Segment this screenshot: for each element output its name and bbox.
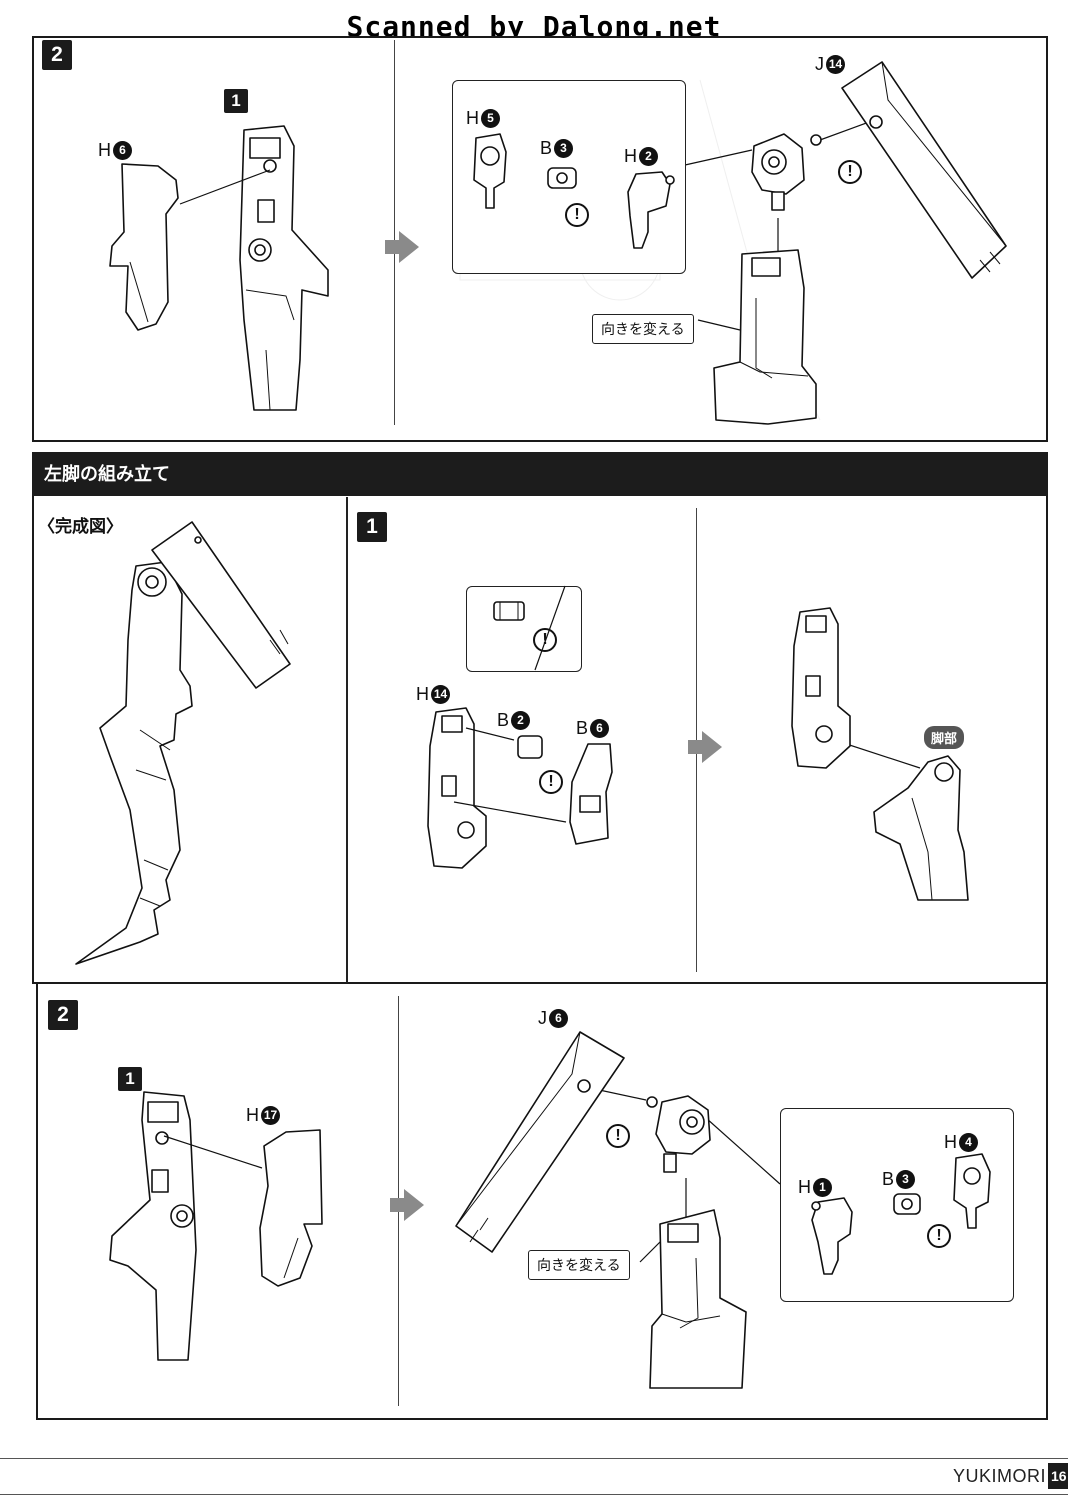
armor-plate-h6: [109, 163, 179, 331]
leg-inner-frame-h14: [427, 707, 487, 869]
leg-part-badge: 脚部: [924, 726, 965, 749]
part-number-badge: 6: [590, 719, 610, 738]
next-step-arrow-stem: [390, 1198, 404, 1212]
part-letter: H: [466, 108, 479, 128]
caution-icon: !: [838, 160, 862, 184]
armor-wing-j6: [455, 1031, 625, 1253]
joint-half-h2: [627, 171, 675, 249]
part-letter: H: [624, 146, 637, 166]
part-number-badge: 2: [511, 711, 531, 730]
caution-icon: !: [539, 770, 563, 794]
assembled-joint: [646, 1095, 711, 1173]
caution-icon: !: [606, 1124, 630, 1148]
polycap-b3: [893, 1193, 921, 1215]
leg-frame-part: [109, 1091, 197, 1361]
polycap-b3: [547, 167, 577, 189]
part-letter: B: [497, 710, 510, 730]
armor-plate-h17: [259, 1129, 323, 1287]
part-number-badge: 5: [481, 109, 500, 128]
next-step-arrow: [399, 231, 419, 263]
caution-icon: !: [533, 628, 557, 652]
part-letter: H: [944, 1132, 957, 1152]
part-number-badge: 14: [431, 685, 450, 704]
next-step-arrow-stem: [688, 740, 702, 754]
caution-icon: !: [565, 203, 589, 227]
footer-rule-lower: [0, 1494, 1068, 1495]
rotate-direction-callout: 向きを変える: [592, 314, 694, 344]
upper-leg-assembly: [649, 1209, 747, 1389]
part-letter: H: [98, 140, 111, 160]
joint-block-b6: [569, 743, 613, 845]
part-number-badge: 1: [813, 1178, 832, 1197]
leg-inner-frame-result: [791, 607, 851, 769]
leg-frame-part: [239, 125, 329, 411]
footer-brand-name: YUKIMORI: [952, 1466, 1046, 1486]
part-number-badge: 17: [261, 1106, 280, 1125]
part-letter: J: [538, 1008, 547, 1028]
step-number-2: 2: [42, 40, 72, 70]
completed-divider: [346, 497, 348, 983]
next-step-arrow-stem: [385, 240, 399, 254]
top-panel-divider: [394, 40, 395, 425]
part-letter: J: [815, 54, 824, 74]
part-number-badge: 3: [554, 139, 574, 158]
part-letter: B: [576, 718, 589, 738]
page-number: 16: [1048, 1463, 1068, 1489]
part-number-badge: 14: [826, 55, 845, 74]
completed-figure-label: 〈完成図〉: [38, 517, 123, 536]
next-step-arrow: [404, 1189, 424, 1221]
completed-left-leg-figure: [75, 521, 291, 965]
section-title-bar: 左脚の組み立て: [32, 452, 1048, 496]
part-letter: B: [882, 1169, 895, 1189]
part-number-badge: 3: [896, 1170, 916, 1189]
part-number-badge: 4: [959, 1133, 978, 1152]
upper-leg-assembly: [713, 249, 817, 425]
assembled-joint: [751, 133, 822, 211]
polycap-b2: [517, 735, 543, 759]
step-number-1: 1: [357, 512, 387, 542]
joint-half-h4: [953, 1153, 991, 1229]
polycap-detail: [493, 601, 525, 621]
part-letter: H: [416, 684, 429, 704]
footer-rule: [0, 1458, 1068, 1459]
joint-half-h5: [473, 133, 507, 209]
part-number-badge: 2: [639, 147, 658, 166]
leg-part: [873, 755, 969, 901]
rotate-direction-callout: 向きを変える: [528, 1250, 630, 1280]
next-step-arrow: [702, 731, 722, 763]
part-number-badge: 6: [113, 141, 132, 160]
step-number-2: 2: [48, 1000, 78, 1030]
part-letter: H: [246, 1105, 259, 1125]
part-letter: B: [540, 138, 553, 158]
sub-step-number-1: 1: [118, 1067, 142, 1091]
joint-half-h1: [811, 1197, 853, 1275]
part-number-badge: 6: [549, 1009, 568, 1028]
armor-wing-j14: [841, 61, 1007, 279]
detail-bubble: [466, 586, 582, 672]
caution-icon: !: [927, 1224, 951, 1248]
sub-step-number-1: 1: [224, 89, 248, 113]
part-letter: H: [798, 1177, 811, 1197]
